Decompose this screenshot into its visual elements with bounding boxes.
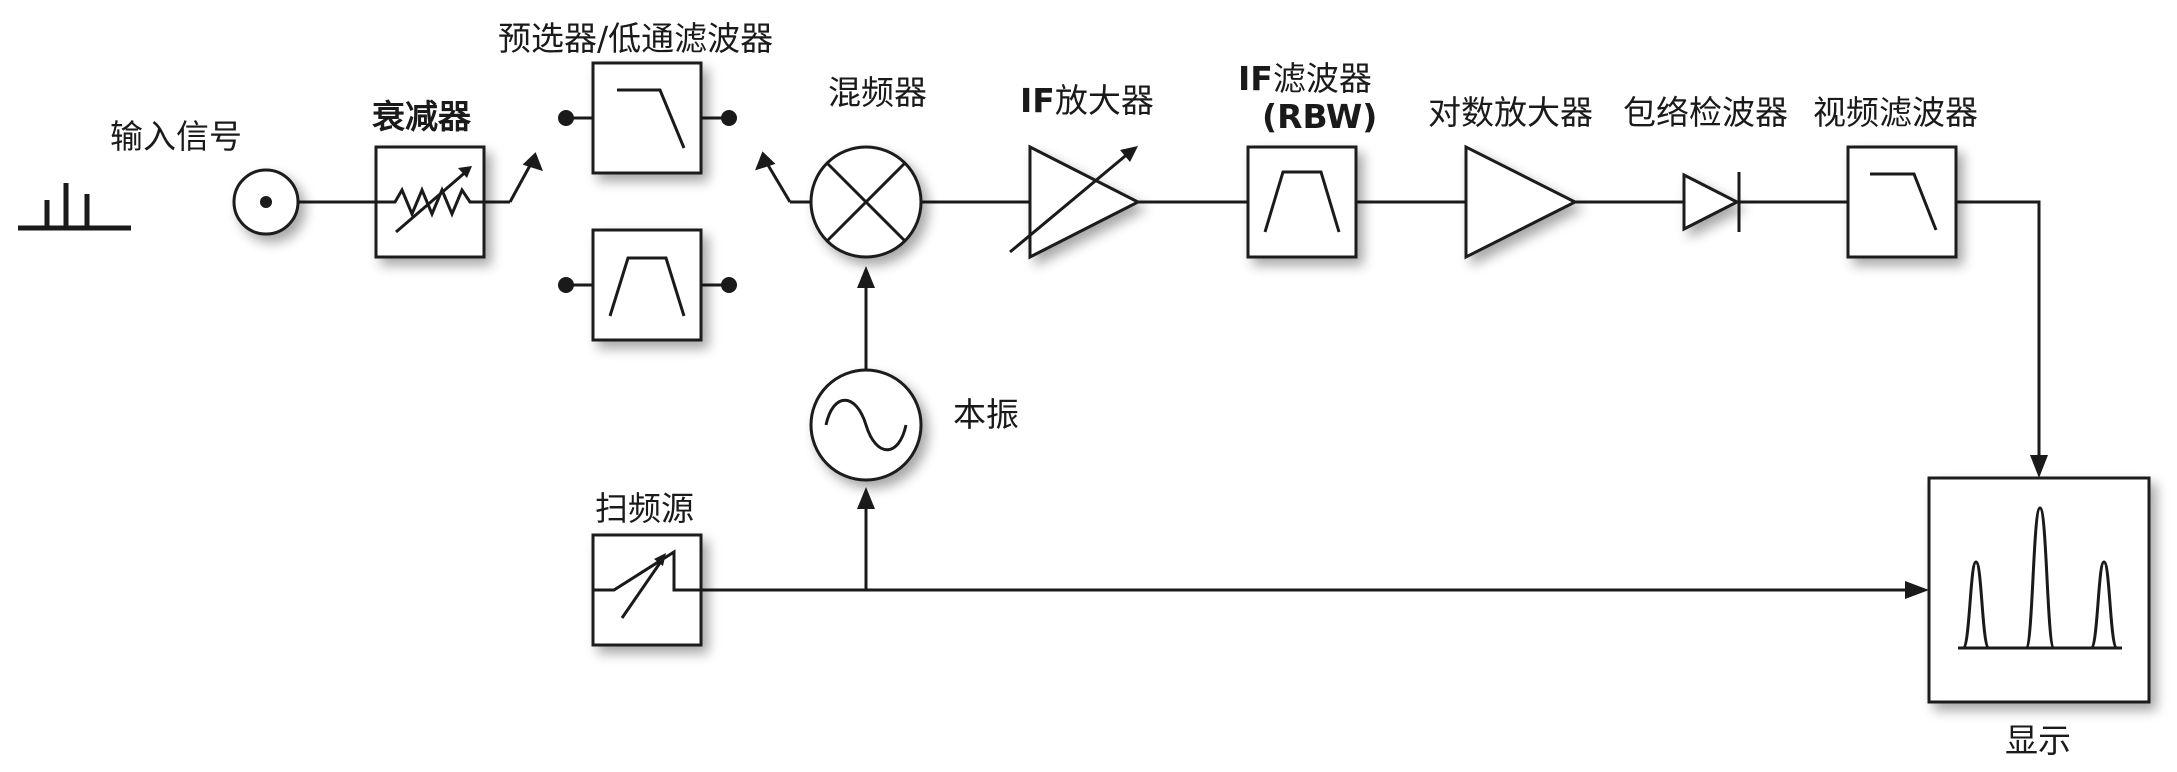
display-label: 显示 — [2005, 721, 2071, 760]
envelope-detector-label: 包络检波器 — [1623, 93, 1788, 132]
switch-contact-dot — [558, 110, 574, 126]
local-oscillator-icon — [809, 368, 923, 482]
video-filter-label: 视频滤波器 — [1813, 93, 1978, 132]
preselector-label: 预选器/低通滤波器 — [498, 19, 773, 58]
input-connector-icon — [232, 168, 300, 236]
if-filter-block — [1246, 145, 1358, 259]
input-signal-label: 输入信号 — [110, 117, 242, 156]
rbw-label: (RBW) — [1262, 97, 1377, 136]
log-amplifier-label: 对数放大器 — [1428, 93, 1593, 132]
if-filter-label: IF滤波器 — [1238, 59, 1372, 98]
diode-icon — [1682, 172, 1741, 232]
if-amplifier-label: IF放大器 — [1020, 81, 1154, 120]
switch-contact-dot — [721, 277, 737, 293]
local-oscillator-label: 本振 — [953, 395, 1019, 434]
sweep-source-label: 扫频源 — [595, 489, 694, 528]
mixer-label: 混频器 — [828, 73, 927, 112]
sweep-generator-block — [591, 533, 703, 647]
attenuator-block — [374, 145, 486, 259]
lowpass-filter-block — [558, 61, 737, 175]
signal-wires — [266, 116, 2041, 592]
attenuator-label: 衰减器 — [372, 97, 472, 136]
bandpass-filter-block — [558, 228, 737, 342]
log-amplifier-icon — [1464, 144, 1579, 260]
input-signal-spectrum-icon — [18, 183, 131, 231]
arrowheads — [522, 151, 2048, 599]
mixer-icon — [809, 145, 923, 259]
display-block — [1927, 476, 2151, 704]
video-filter-block — [1846, 145, 1958, 259]
switch-contact-dot — [558, 277, 574, 293]
if-amplifier-icon — [1009, 144, 1142, 260]
switch-contact-dot — [721, 110, 737, 126]
